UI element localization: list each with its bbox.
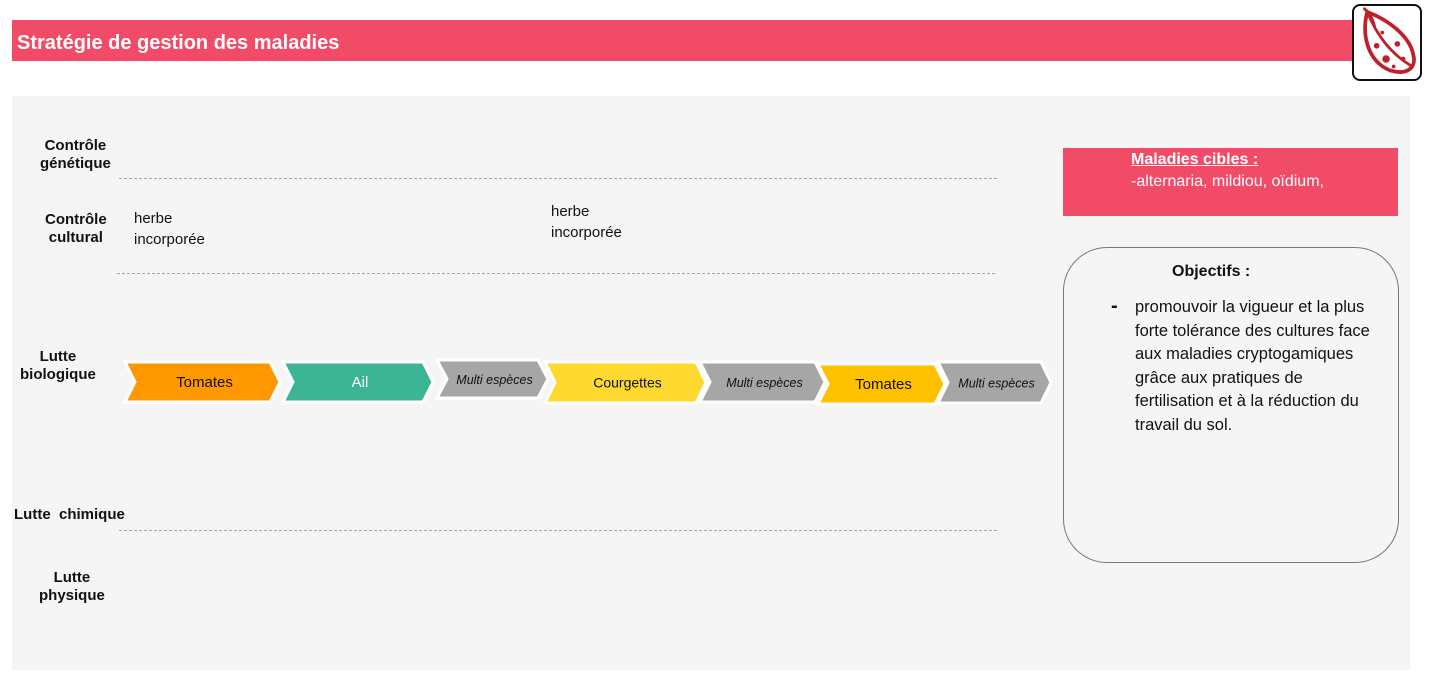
- maladies-cibles-box: Maladies cibles : -alternaria, mildiou, …: [1063, 148, 1398, 216]
- cultural-note-line: herbe: [551, 203, 590, 220]
- objectifs-box: Objectifs : - promouvoir la vigueur et l…: [1063, 247, 1399, 563]
- row-separator: [117, 273, 995, 274]
- row-label-line: cultural: [48, 229, 103, 246]
- rotation-step-chevron: [935, 360, 1053, 405]
- objectifs-title: Objectifs :: [1172, 263, 1251, 280]
- rotation-step-chevron: [815, 362, 947, 406]
- cultural-note-line: herbe: [134, 210, 173, 227]
- rotation-step-label: Tomates: [176, 374, 233, 391]
- row-label-controle-cultural: Contrôle cultural: [45, 211, 107, 247]
- cultural-note-line: incorporée: [551, 224, 622, 241]
- row-label-controle-genetique: Contrôle génétique: [40, 137, 111, 173]
- cultural-note: herbe incorporée: [551, 201, 622, 243]
- rotation-step-label: Ail: [352, 374, 369, 391]
- rotation-step-label: Multi espèces: [726, 376, 802, 390]
- logo: [1352, 4, 1422, 81]
- rotation-step-label: Multi espèces: [958, 377, 1034, 391]
- cultural-note-line: incorporée: [134, 231, 205, 248]
- page-title: Stratégie de gestion des maladies: [17, 32, 340, 54]
- objectifs-text: promouvoir la vigueur et la plus forte t…: [1135, 298, 1370, 434]
- cultural-note: herbe incorporée: [134, 208, 205, 250]
- row-label-line: génétique: [40, 155, 111, 172]
- row-label-line: physique: [39, 587, 105, 604]
- row-label-lutte-chimique: Lutte chimique: [14, 470, 125, 542]
- rotation-step-label: Multi espèces: [456, 373, 532, 387]
- row-label-line: Lutte chimique: [14, 506, 125, 523]
- rotation-step-label: Tomates: [855, 376, 912, 393]
- maladies-cibles-title: Maladies cibles :: [1131, 151, 1259, 168]
- row-label-line: Contrôle: [44, 137, 107, 154]
- row-separator: [119, 178, 997, 179]
- row-label-line: biologique: [20, 366, 96, 383]
- row-separator: [119, 530, 997, 531]
- bullet-dash: -: [1111, 295, 1118, 317]
- header-bar: Stratégie de gestion des maladies: [12, 20, 1352, 61]
- row-label-lutte-physique: Lutte physique: [39, 569, 105, 605]
- maladies-cibles-list: -alternaria, mildiou, oïdium,: [1131, 173, 1324, 190]
- rotation-step-chevron: [122, 360, 282, 404]
- leaf-disease-icon: [1362, 6, 1416, 74]
- row-label-line: Contrôle: [45, 211, 107, 228]
- row-label-line: Lutte: [39, 348, 77, 365]
- rotation-step-chevron: [542, 360, 708, 405]
- rotation-step-label: Courgettes: [593, 375, 661, 391]
- row-label-lutte-biologique: Lutte biologique: [20, 348, 96, 384]
- rotation-step-chevron: [697, 360, 827, 404]
- rotation-step-chevron: [280, 360, 435, 404]
- rotation-step-chevron: [434, 358, 550, 400]
- row-label-line: Lutte: [53, 569, 91, 586]
